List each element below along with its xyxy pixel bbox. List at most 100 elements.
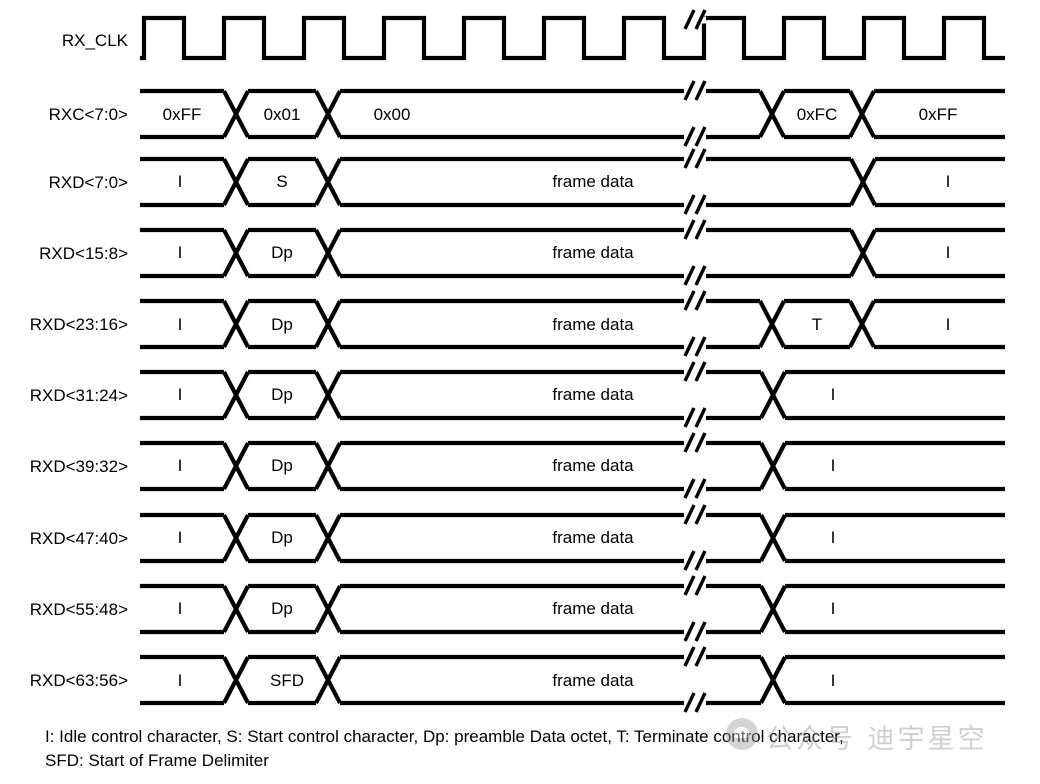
break-mark-top bbox=[683, 432, 707, 453]
segment-value: I bbox=[831, 385, 836, 404]
break-slash bbox=[683, 336, 696, 357]
break-slash bbox=[694, 194, 707, 215]
break-mark-bottom bbox=[683, 550, 707, 571]
segment-value: 0xFF bbox=[919, 105, 958, 124]
segment-value: frame data bbox=[552, 385, 634, 404]
waveform-bottom-rail bbox=[140, 229, 1005, 279]
waveform-bottom-rail bbox=[140, 442, 1005, 492]
break-mark-top bbox=[683, 646, 707, 667]
segment-value: I bbox=[831, 456, 836, 475]
segment-value: T bbox=[812, 315, 822, 334]
segment-value: Dp bbox=[271, 528, 293, 547]
signal-label-rx-clk: RX_CLK bbox=[62, 31, 129, 50]
waveform-row bbox=[140, 440, 1005, 492]
break-mark-top bbox=[683, 290, 707, 311]
segment-value: I bbox=[831, 671, 836, 690]
break-slash bbox=[683, 504, 696, 525]
break-slash bbox=[694, 361, 707, 382]
break-slash bbox=[694, 80, 707, 101]
break-slash bbox=[683, 692, 696, 713]
break-slash bbox=[694, 550, 707, 571]
segment-value: 0x01 bbox=[264, 105, 301, 124]
break-slash bbox=[694, 692, 707, 713]
break-slash bbox=[694, 9, 707, 30]
break-slash bbox=[683, 646, 696, 667]
segment-value: frame data bbox=[552, 243, 634, 262]
break-slash bbox=[694, 265, 707, 286]
segment-value: SFD bbox=[270, 671, 304, 690]
break-slash bbox=[694, 621, 707, 642]
break-slash bbox=[694, 646, 707, 667]
waveform-bottom-rail bbox=[140, 90, 1005, 140]
break-mark-bottom bbox=[683, 692, 707, 713]
segment-value: Dp bbox=[271, 599, 293, 618]
segment-value: frame data bbox=[552, 671, 634, 690]
waveform-bottom-rail bbox=[140, 300, 1005, 350]
clock-trace bbox=[140, 15, 1005, 61]
segment-value: I bbox=[831, 599, 836, 618]
waveform-row bbox=[140, 156, 1005, 208]
break-slash bbox=[694, 290, 707, 311]
break-slash bbox=[683, 9, 696, 30]
signal-label-rxc-7-0-: RXC<7:0> bbox=[49, 105, 128, 124]
signal-label-rxd-7-0-: RXD<7:0> bbox=[49, 173, 128, 192]
break-slash bbox=[694, 504, 707, 525]
break-slash bbox=[683, 148, 696, 169]
segment-value: I bbox=[178, 671, 183, 690]
waveform-bottom-rail bbox=[140, 514, 1005, 564]
waveform-bottom-rail bbox=[140, 158, 1005, 208]
break-marks bbox=[683, 9, 707, 713]
break-mark-top bbox=[683, 361, 707, 382]
break-slash bbox=[683, 265, 696, 286]
segment-value: I bbox=[178, 599, 183, 618]
break-slash bbox=[683, 478, 696, 499]
segment-value: 0xFC bbox=[797, 105, 838, 124]
signal-label-rxd-23-16-: RXD<23:16> bbox=[30, 315, 128, 334]
break-slash bbox=[683, 126, 696, 147]
break-slash bbox=[694, 148, 707, 169]
break-mark-top bbox=[683, 504, 707, 525]
segment-value: I bbox=[178, 385, 183, 404]
break-slash bbox=[683, 575, 696, 596]
waveform-row bbox=[140, 583, 1005, 635]
segment-value: frame data bbox=[552, 599, 634, 618]
clock-waveform bbox=[140, 15, 1005, 61]
segment-value: I bbox=[178, 456, 183, 475]
break-slash bbox=[694, 336, 707, 357]
break-mark-top bbox=[683, 575, 707, 596]
waveform-row bbox=[140, 654, 1005, 706]
legend: I: Idle control character, S: Start cont… bbox=[45, 727, 844, 770]
segment-value: I bbox=[831, 528, 836, 547]
break-slash bbox=[694, 126, 707, 147]
break-mark-bottom bbox=[683, 478, 707, 499]
break-slash bbox=[683, 550, 696, 571]
segment-value: frame data bbox=[552, 172, 634, 191]
waveform-row bbox=[140, 298, 1005, 350]
segment-value: I bbox=[178, 172, 183, 191]
break-slash bbox=[694, 407, 707, 428]
segment-value: I bbox=[178, 243, 183, 262]
break-mark-bottom bbox=[683, 407, 707, 428]
waveform-row bbox=[140, 512, 1005, 564]
break-slash bbox=[683, 361, 696, 382]
segment-value: I bbox=[178, 528, 183, 547]
break-mark-top bbox=[683, 80, 707, 101]
segment-value: Dp bbox=[271, 456, 293, 475]
segment-value: Dp bbox=[271, 385, 293, 404]
break-slash bbox=[683, 80, 696, 101]
break-mark-bottom bbox=[683, 126, 707, 147]
break-slash bbox=[694, 478, 707, 499]
segment-value: frame data bbox=[552, 315, 634, 334]
waveform-bottom-rail bbox=[140, 371, 1005, 421]
break-slash bbox=[683, 432, 696, 453]
break-slash bbox=[683, 194, 696, 215]
segment-value: Dp bbox=[271, 243, 293, 262]
break-slash bbox=[683, 290, 696, 311]
signal-label-rxd-31-24-: RXD<31:24> bbox=[30, 386, 128, 405]
break-mark-bottom bbox=[683, 621, 707, 642]
segment-value: frame data bbox=[552, 456, 634, 475]
segment-value: 0xFF bbox=[163, 105, 202, 124]
